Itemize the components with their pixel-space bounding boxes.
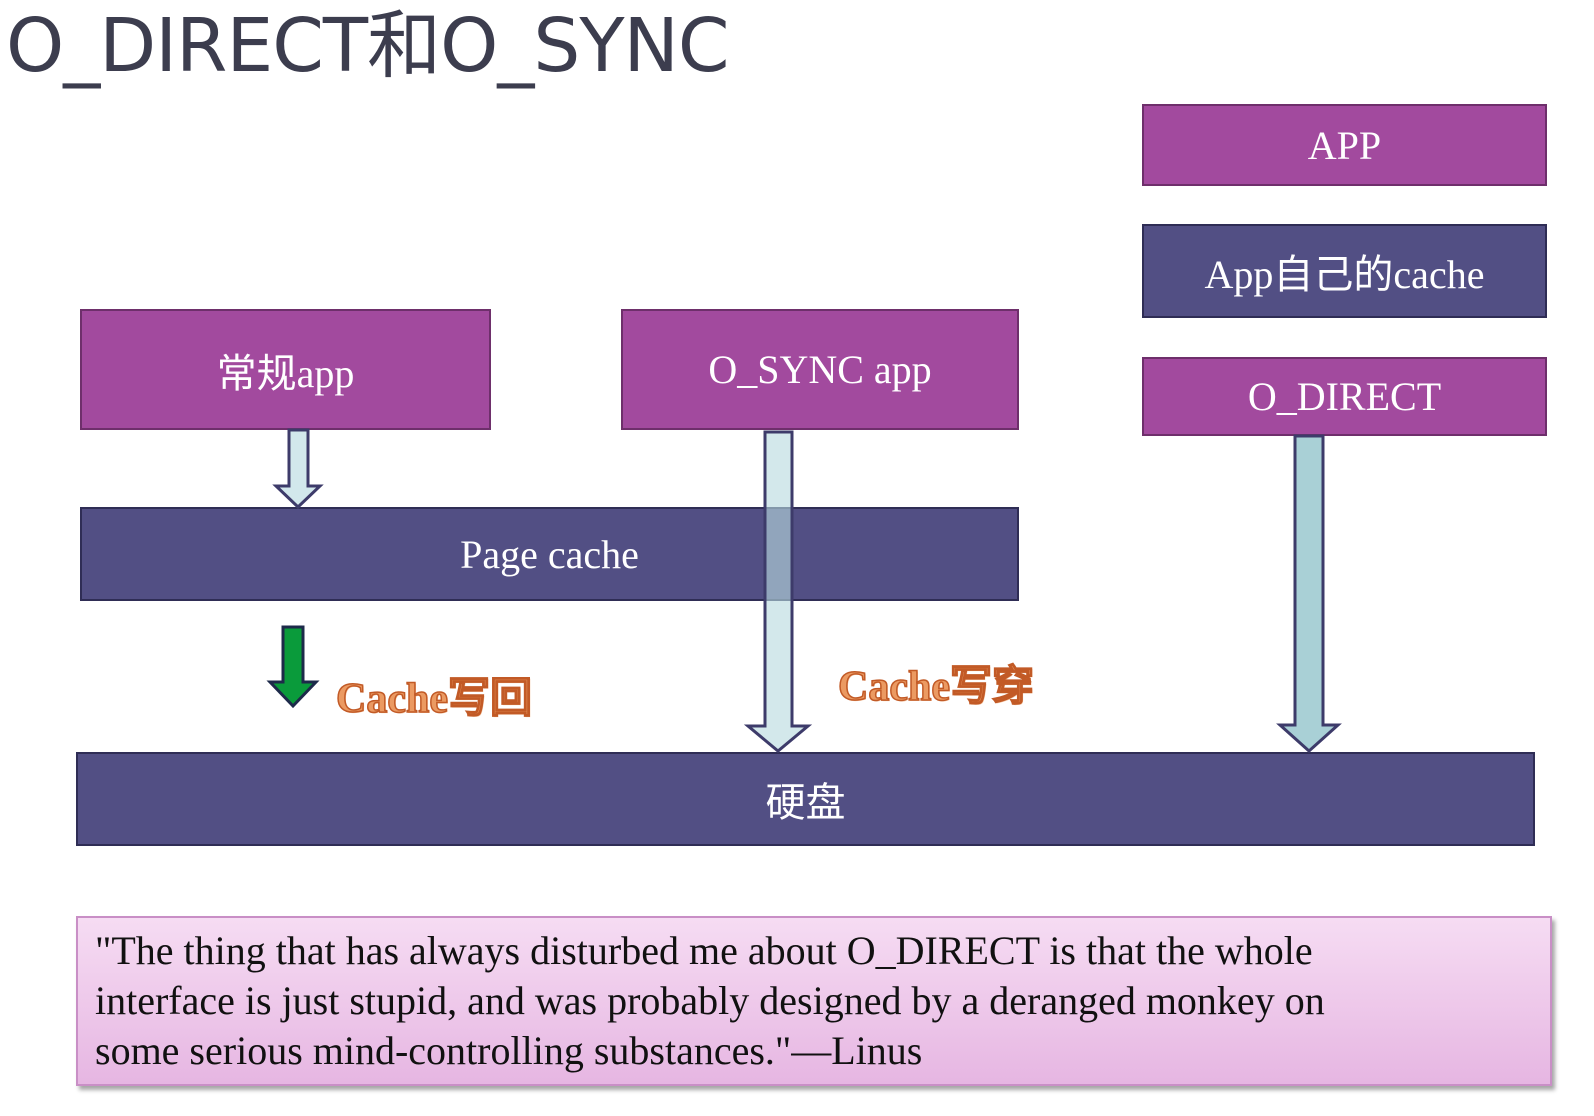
regular-app-box: 常规app	[80, 309, 491, 430]
o-direct-down-arrow-icon	[1276, 434, 1342, 754]
quote-line: "The thing that has always disturbed me …	[95, 928, 1313, 973]
app-box-label: APP	[1307, 122, 1382, 168]
regular-app-label: 常规app	[216, 350, 355, 396]
quote-line: interface is just stupid, and was probab…	[95, 978, 1325, 1023]
write-back-label: Cache写回	[335, 675, 532, 723]
write-back-green-arrow-icon	[266, 625, 320, 709]
page-cache-box: Page cache	[80, 507, 1019, 601]
write-through-label: Cache写穿	[837, 663, 1034, 711]
o-sync-app-box: O_SYNC app	[621, 309, 1019, 430]
linus-quote-box: "The thing that has always disturbed me …	[76, 916, 1552, 1086]
quote-line: some serious mind-controlling substances…	[95, 1028, 923, 1073]
regular-app-down-arrow-icon	[272, 428, 324, 510]
app-box: APP	[1142, 104, 1547, 186]
o-direct-label: O_DIRECT	[1247, 374, 1442, 419]
disk-box: 硬盘	[76, 752, 1535, 846]
disk-label: 硬盘	[765, 780, 846, 825]
app-own-cache-label: App自己的cache	[1204, 252, 1485, 297]
slide-title: O_DIRECT和O_SYNC	[6, 3, 730, 89]
page-cache-label: Page cache	[460, 531, 639, 577]
app-own-cache-box: App自己的cache	[1142, 224, 1547, 318]
o-direct-box: O_DIRECT	[1142, 357, 1547, 436]
o-sync-app-label: O_SYNC app	[708, 347, 932, 392]
